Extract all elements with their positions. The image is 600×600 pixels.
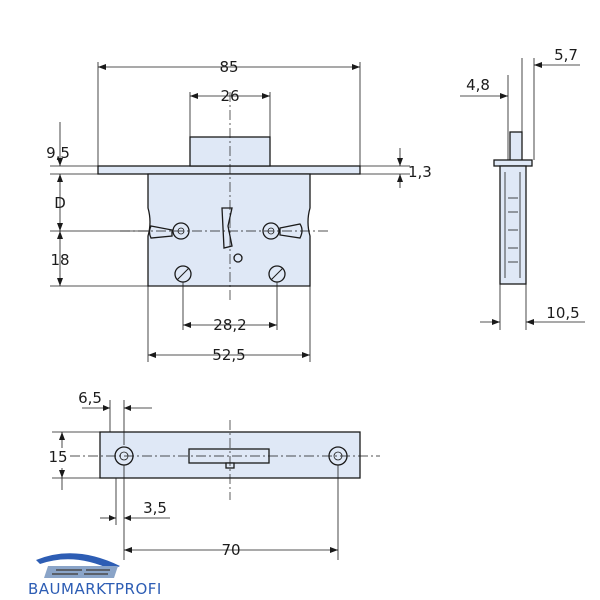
faceplate-view: 6,5 15 3,5 70 (48, 389, 380, 560)
screw-left (174, 265, 192, 283)
side-view: 4,8 5,7 10,5 (460, 46, 585, 330)
dim-85: 85 (219, 58, 238, 76)
dim-70: 70 (221, 541, 240, 559)
side-plate (493, 159, 533, 167)
dim-10-5: 10,5 (546, 304, 579, 322)
dim-9-5: 9,5 (46, 144, 70, 162)
side-bolt (509, 131, 523, 163)
side-case (499, 165, 527, 285)
dim-6-5: 6,5 (78, 389, 102, 407)
keyhole-left (148, 222, 190, 240)
brand-logo: BAUMARKTPROFI (28, 553, 162, 598)
faceplate-strip (97, 165, 361, 175)
dim-18: 18 (50, 251, 69, 269)
dim-1-3: 1,3 (408, 163, 432, 181)
dim-4-8: 4,8 (466, 76, 490, 94)
dim-3-5: 3,5 (143, 499, 167, 517)
dim-15: 15 (48, 448, 67, 466)
latch-pin (233, 253, 243, 263)
front-view: 85 26 9,5 D 18 1,3 28,2 (46, 58, 432, 364)
dim-26: 26 (220, 87, 239, 105)
logo-text: BAUMARKTPROFI (28, 580, 162, 598)
logo-swoosh (36, 553, 120, 570)
dim-D: D (54, 194, 66, 212)
dim-5-7: 5,7 (554, 46, 578, 64)
dim-28-2: 28,2 (213, 316, 246, 334)
screw-right (268, 265, 286, 283)
dim-52-5: 52,5 (212, 346, 245, 364)
